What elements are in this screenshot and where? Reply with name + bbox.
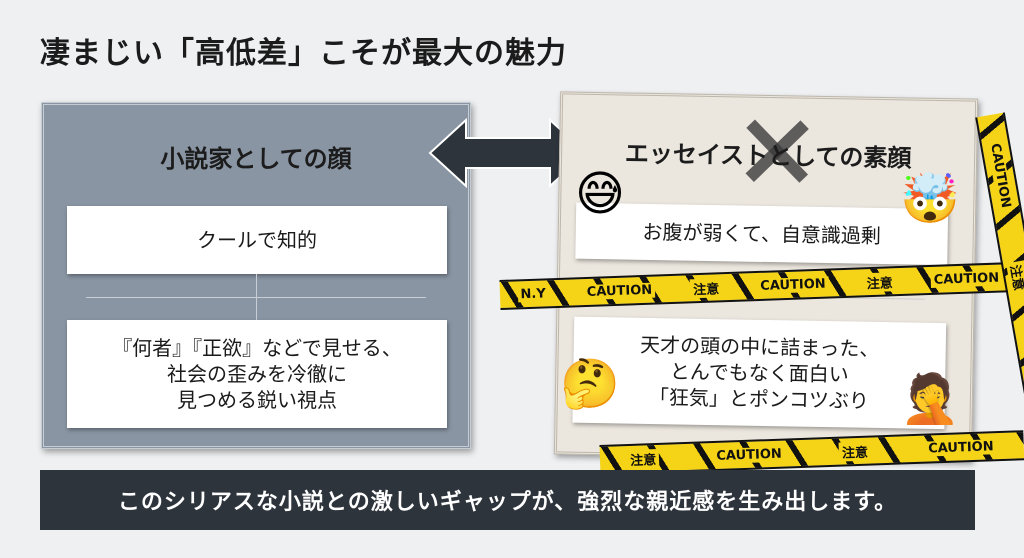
summary-banner: このシリアスな小説との激しいギャップが、強烈な親近感を生み出します。 (40, 470, 975, 530)
weak-stomach-box: お腹が弱くて、自意識過剰 (575, 202, 949, 266)
novelist-panel: 小説家としての顔 クールで知的 『何者』『正欲』などで見せる、 社会の歪みを冷徹… (41, 102, 471, 449)
cross-mark-icon (745, 119, 809, 183)
madness-box: 天才の頭の中に詰まった、 とんでもなく面白い 「狂気」とポンコツぶり (572, 316, 947, 430)
essayist-panel: エッセイストとしての素顔 お腹が弱くて、自意識過剰 天才の頭の中に詰まった、 と… (553, 91, 979, 462)
slide-title: 凄まじい「高低差」こそが最大の魅力 (40, 36, 567, 71)
exploding-head-emoji-icon: 🤯 (900, 171, 960, 227)
tape-label: N.Y (517, 285, 549, 302)
tape-label: 注意 (863, 271, 897, 292)
tape-label: 注意 (1006, 260, 1024, 295)
tape-label: CAUTION (924, 438, 997, 457)
divider-line (86, 297, 426, 298)
thinking-emoji-icon: 🤔 (560, 356, 620, 412)
tape-label: CAUTION (987, 139, 1015, 213)
sharp-perspective-box: 『何者』『正欲』などで見せる、 社会の歪みを冷徹に 見つめる鋭い視点 (67, 320, 447, 428)
novelist-heading: 小説家としての顔 (160, 144, 352, 173)
tape-label: 注意 (626, 448, 660, 469)
tape-label: CAUTION (757, 276, 829, 294)
tape-label: 注意 (689, 277, 723, 298)
sweat-smile-emoji-icon: 😅 (575, 166, 626, 222)
tape-label: CAUTION (583, 282, 656, 300)
tape-label: 注意 (838, 441, 872, 462)
tape-label: CAUTION (713, 446, 785, 464)
cool-intellectual-box: クールで知的 (67, 206, 447, 274)
facepalm-emoji-icon: 🤦 (900, 371, 960, 427)
tape-label: CAUTION (930, 269, 1003, 288)
